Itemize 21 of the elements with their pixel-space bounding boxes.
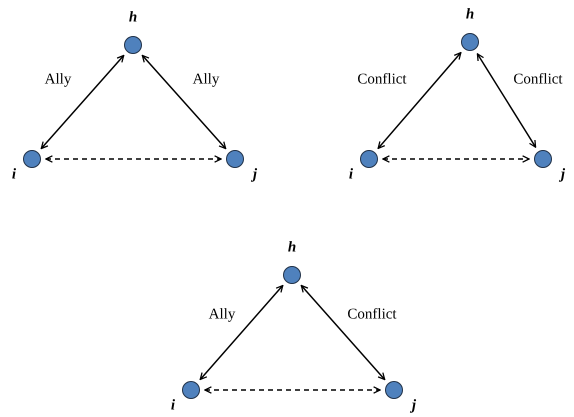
arrow [378, 52, 462, 150]
arrow [476, 53, 536, 148]
node-label: i [12, 168, 16, 182]
dashed-arrow [204, 386, 381, 394]
node-label: i [348, 168, 354, 182]
node-label: i [170, 398, 176, 414]
node-label: h [128, 10, 138, 26]
edge-label: Ally [192, 72, 220, 88]
dashed-arrow [382, 155, 530, 163]
arrow [300, 284, 386, 380]
node-label: j [412, 398, 416, 414]
arrow [200, 284, 284, 380]
arrow [40, 54, 124, 150]
edge-label: Ally [44, 72, 72, 88]
node-label: h [288, 240, 296, 256]
node-label: h [466, 8, 474, 22]
dashed-arrow [45, 155, 222, 163]
arrow [142, 54, 226, 150]
edge-label: Ally [208, 308, 236, 322]
node-label: j [560, 168, 566, 182]
node-label: j [252, 168, 258, 182]
